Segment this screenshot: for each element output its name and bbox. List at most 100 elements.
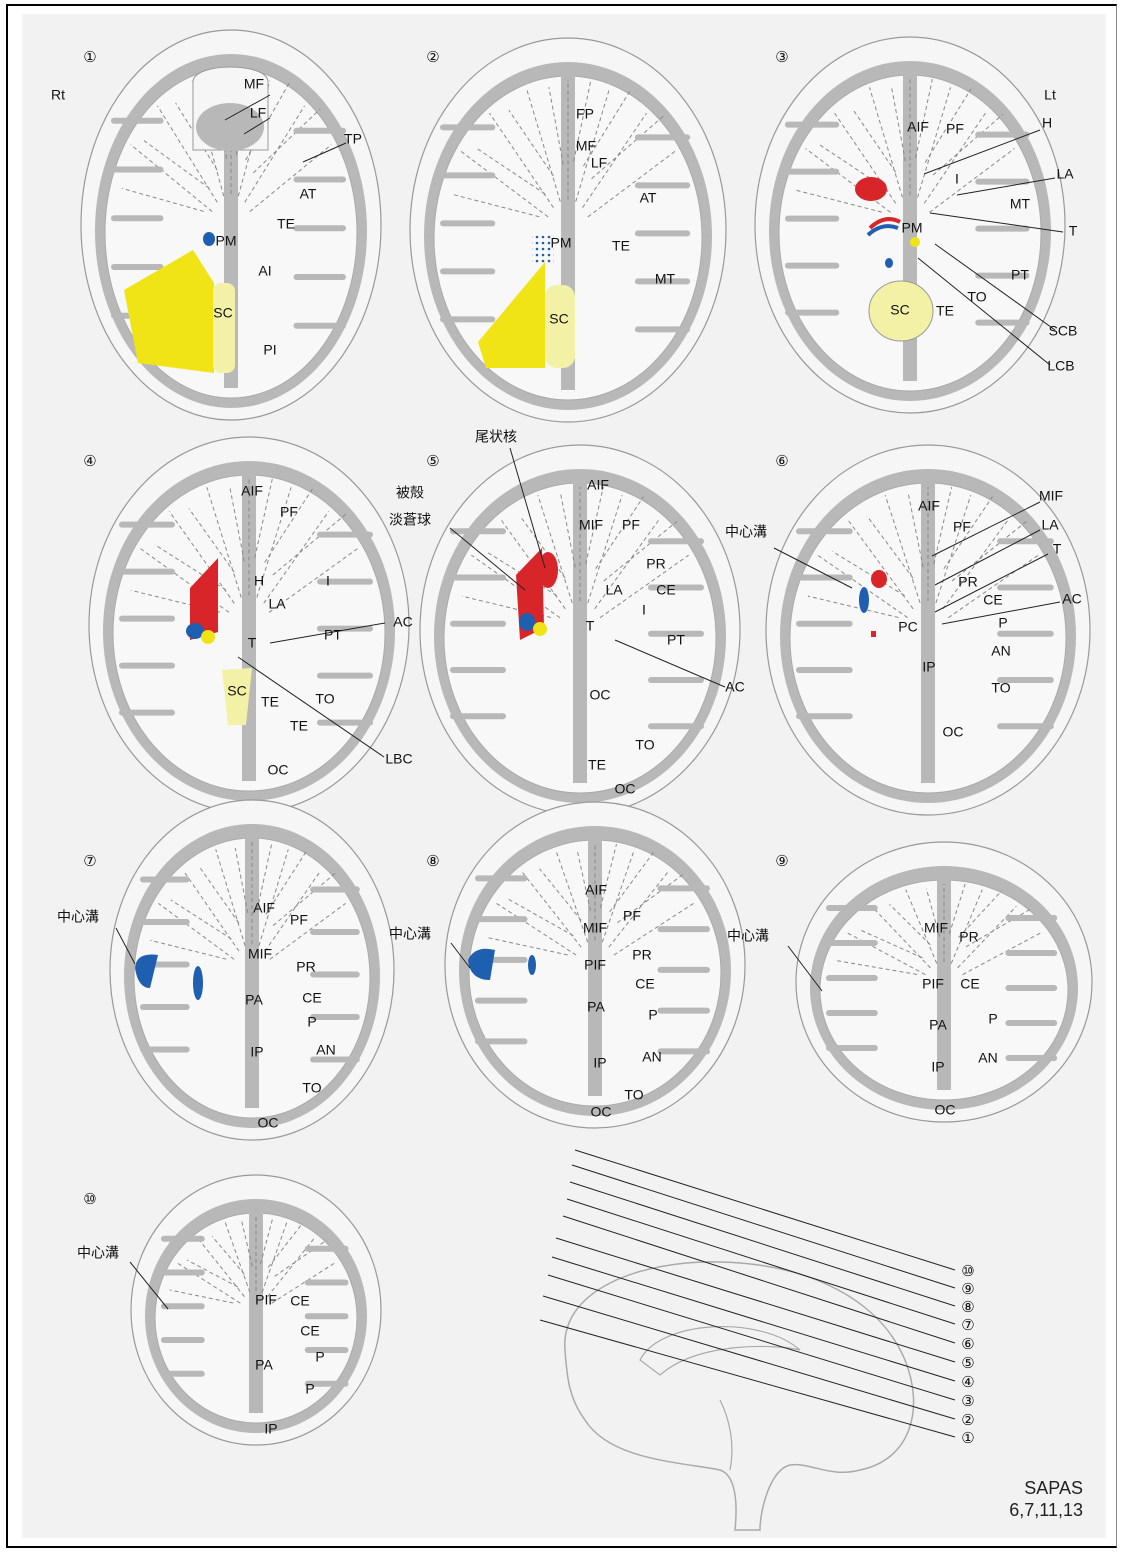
region-label: LA	[1041, 517, 1059, 533]
region-label: T	[586, 618, 595, 634]
sulcus-mark	[475, 875, 528, 881]
region-label: PA	[255, 1357, 273, 1373]
region-label: TE	[261, 694, 279, 710]
region-label: AT	[640, 190, 657, 206]
sulcus-mark	[317, 720, 373, 726]
region-label: T	[1069, 223, 1078, 239]
region-label: AN	[316, 1042, 335, 1058]
sulcus-mark	[826, 975, 878, 981]
sulcus-mark	[785, 216, 839, 222]
yellow-dot	[910, 237, 920, 247]
blue-lesion	[203, 232, 215, 246]
level-key-number: ①	[961, 1430, 974, 1447]
yellow-lesion	[533, 622, 547, 636]
section-number: ⑩	[83, 1191, 96, 1208]
region-label: PM	[902, 220, 923, 236]
sulcus-mark	[161, 1270, 205, 1276]
sagittal-brain-outline	[565, 1262, 914, 1530]
level-key-number: ⑩	[961, 1263, 974, 1280]
section-5: ⑤尾状核被殻淡蒼球AIFMIFPFPRCELAITPTACOCTOTEOC	[389, 429, 745, 815]
sc-region	[213, 283, 235, 373]
sulcus-mark	[635, 182, 690, 188]
sulcus-mark	[119, 569, 175, 575]
sulcus-mark	[997, 723, 1054, 729]
sagittal-key-diagram: ⑩⑨⑧⑦⑥⑤④③②①	[540, 1150, 975, 1530]
sulcus-mark	[997, 538, 1054, 544]
region-label: CE	[960, 976, 979, 992]
caudate-red	[538, 552, 558, 588]
region-label: OC	[943, 724, 964, 740]
region-label: TE	[290, 718, 308, 734]
region-label: PT	[324, 627, 342, 643]
region-label: PC	[898, 619, 917, 635]
region-label: IP	[250, 1044, 263, 1060]
sulcus-mark	[1005, 985, 1057, 991]
region-label: AN	[991, 643, 1010, 659]
region-label: OC	[258, 1115, 279, 1131]
sulcus-mark	[658, 1008, 711, 1014]
region-label: TE	[612, 238, 630, 254]
sulcus-mark	[294, 274, 347, 280]
sulcus-mark	[450, 621, 506, 627]
level-line	[563, 1216, 955, 1343]
region-label: AIF	[907, 119, 929, 135]
midline-fissure	[245, 834, 259, 1108]
sulcus-mark	[475, 1038, 528, 1044]
sulcus-mark	[140, 919, 190, 925]
region-label: PF	[953, 519, 971, 535]
region-label: PR	[958, 574, 977, 590]
blue-lesion	[519, 613, 535, 631]
sulcus-mark	[658, 885, 711, 891]
sulcus-mark	[161, 1371, 205, 1377]
left-side-label: Lt	[1044, 87, 1056, 103]
sulcus-mark	[119, 616, 175, 622]
region-label: P	[988, 1011, 997, 1027]
sulcus-mark	[140, 877, 190, 883]
sulcus-mark	[785, 310, 839, 316]
level-line	[548, 1275, 955, 1400]
sulcus-mark	[796, 575, 853, 581]
sulcus-mark	[658, 967, 711, 973]
sulcus-mark	[826, 905, 878, 911]
sulcus-mark	[317, 673, 373, 679]
region-label: AC	[725, 679, 744, 695]
section-4: ④AIFPFHLAIPTTACSCTETOTEOCLBC	[83, 437, 412, 813]
sulcus-mark	[310, 1014, 360, 1020]
region-label: PT	[1011, 267, 1029, 283]
sulcus-mark	[785, 122, 839, 128]
region-label: CE	[290, 1293, 309, 1309]
section-number: ⑦	[83, 853, 96, 870]
region-label: 淡蒼球	[389, 512, 431, 528]
region-label: TO	[624, 1087, 643, 1103]
sulcus-mark	[475, 916, 528, 922]
region-label: TO	[991, 680, 1010, 696]
region-label: OC	[615, 781, 636, 797]
region-label: I	[955, 171, 959, 187]
sulcus-mark	[161, 1236, 205, 1242]
sulcus-mark	[975, 320, 1029, 326]
region-label: TE	[277, 216, 295, 232]
red-lesion	[855, 177, 887, 201]
region-label: MIF	[248, 946, 272, 962]
region-label: I	[326, 573, 330, 589]
region-label: 尾状核	[475, 429, 517, 445]
region-label: SC	[549, 311, 568, 327]
region-label: PIF	[255, 1292, 277, 1308]
region-label: TP	[344, 131, 362, 147]
region-label: IP	[264, 1421, 277, 1437]
region-label: LF	[250, 105, 266, 121]
level-key-number: ②	[961, 1412, 974, 1429]
sulcus-mark	[440, 172, 495, 178]
region-label: AIF	[587, 477, 609, 493]
region-label: PT	[667, 632, 685, 648]
region-label: TO	[302, 1080, 321, 1096]
section-1: ①MFLFTPATTEPMAISCPI	[81, 30, 381, 420]
region-label: PA	[245, 992, 263, 1008]
sulcus-mark	[119, 522, 175, 528]
section-8: ⑧中心溝AIFPFMIFPIFPRCEPAPIPANTOOC	[389, 802, 745, 1128]
sulcus-mark	[111, 118, 164, 124]
section-10: ⑩中心溝PIFCECEPAPPIP	[77, 1175, 381, 1445]
region-label: PF	[280, 504, 298, 520]
sulcus-mark	[111, 167, 164, 173]
